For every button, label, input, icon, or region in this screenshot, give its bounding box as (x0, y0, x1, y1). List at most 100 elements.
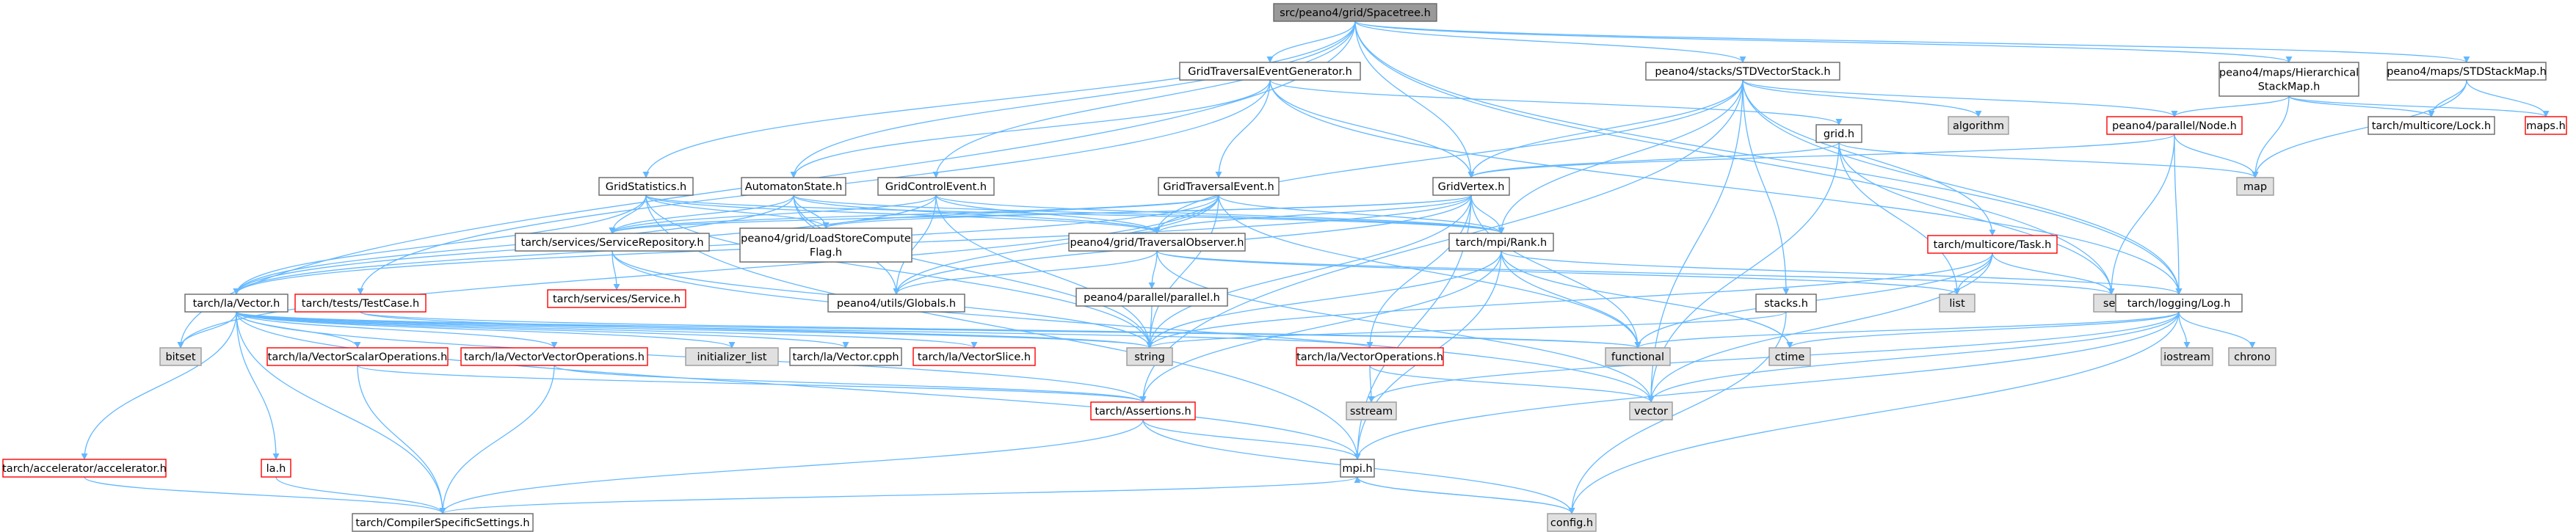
edge-stdvectorstack-to-task (1742, 79, 1996, 236)
node-vector[interactable]: vector (1629, 401, 1673, 420)
node-list[interactable]: list (1939, 294, 1975, 313)
edge-vvo-to-compiler (439, 365, 555, 514)
edge-gridvertex-to-traversalobs (1153, 194, 1472, 234)
node-lock[interactable]: tarch/multicore/Lock.h (2368, 116, 2495, 135)
node-globals[interactable]: peano4/utils/Globals.h (827, 294, 965, 313)
node-accelerator[interactable]: tarch/accelerator/accelerator.h (2, 459, 167, 478)
node-box-gridvertex (1432, 177, 1510, 196)
node-label-gridh: grid.h (1824, 128, 1854, 140)
node-assertions[interactable]: tarch/Assertions.h (1090, 401, 1196, 420)
node-label-vecops: tarch/la/VectorOperations.h (1296, 351, 1443, 363)
node-map[interactable]: map (2236, 177, 2274, 196)
node-gridstats[interactable]: GridStatistics.h (598, 177, 694, 196)
edge-rank-to-functional (1501, 250, 1641, 349)
node-initlist[interactable]: initializer_list (685, 347, 779, 366)
edge-rank-to-string (1146, 250, 1502, 349)
node-chrono[interactable]: chrono (2228, 347, 2276, 366)
node-label-vector: vector (1634, 406, 1668, 418)
edge-mpih-to-compiler (439, 476, 1358, 514)
node-iostream[interactable]: iostream (2160, 347, 2213, 366)
edge-gteg-to-gte (1215, 79, 1271, 178)
node-vectorh[interactable]: tarch/la/Vector.h (184, 294, 289, 313)
node-label-stacks: stacks.h (1764, 298, 1808, 310)
edge-testcase-to-functional (360, 311, 1641, 349)
node-label-lah: la.h (266, 463, 286, 475)
edge-stdvectorstack-to-assertions (1139, 79, 1744, 403)
edge-gridh-to-set (1838, 142, 2115, 295)
edge-automaton-to-string (793, 194, 1153, 349)
edge-stdstackmap-to-mapsh (2466, 79, 2550, 117)
node-gteg[interactable]: GridTraversalEventGenerator.h (1179, 62, 1361, 81)
node-box-node (2106, 116, 2243, 135)
edge-log-to-functional (1634, 311, 2180, 349)
edge-log-to-config (1568, 311, 2180, 514)
node-stdstackmap[interactable]: peano4/maps/STDStackMap.h (2387, 62, 2547, 81)
edge-stdvectorstack-to-gridvertex (1467, 79, 1744, 178)
node-functional[interactable]: functional (1605, 347, 1671, 366)
node-sstream[interactable]: sstream (1346, 401, 1397, 420)
node-service[interactable]: tarch/services/Service.h (547, 289, 686, 308)
edge-traversalobs-to-parallel (1148, 250, 1158, 289)
node-algorithm[interactable]: algorithm (1948, 116, 2009, 135)
node-traversalobs[interactable]: peano4/grid/TraversalObserver.h (1068, 233, 1246, 252)
edge-spacetree-to-automaton (790, 21, 1356, 178)
node-label-vectorh: tarch/la/Vector.h (193, 298, 280, 310)
edge-gridvertex-to-functional (1470, 194, 1641, 349)
node-bitset[interactable]: bitset (159, 347, 202, 366)
edge-servicerepo-to-vector (612, 250, 1655, 403)
node-gridcontrol[interactable]: GridControlEvent.h (877, 177, 995, 196)
node-string[interactable]: string (1126, 347, 1173, 366)
node-label-gte: GridTraversalEvent.h (1163, 181, 1274, 193)
node-vso[interactable]: tarch/la/VectorScalarOperations.h (266, 347, 449, 366)
edge-config-to-mpih (1354, 476, 1572, 514)
node-label-mapsh: maps.h (2526, 120, 2566, 132)
node-gridvertex[interactable]: GridVertex.h (1432, 177, 1510, 196)
node-label-string: string (1134, 351, 1165, 363)
edge-stdvectorstack-to-algorithm (1742, 79, 1982, 117)
node-automaton[interactable]: AutomatonState.h (741, 177, 846, 196)
node-task[interactable]: tarch/multicore/Task.h (1927, 235, 2058, 254)
node-box-parallel (1075, 288, 1228, 307)
node-servicerepo[interactable]: tarch/services/ServiceRepository.h (515, 233, 710, 252)
node-parallel[interactable]: peano4/parallel/parallel.h (1075, 288, 1228, 307)
edge-vectorh-to-compiler (236, 311, 446, 514)
node-testcase[interactable]: tarch/tests/TestCase.h (294, 294, 427, 313)
node-gte[interactable]: GridTraversalEvent.h (1158, 177, 1280, 196)
edge-vectorh-to-string (236, 311, 1153, 349)
node-rank[interactable]: tarch/mpi/Rank.h (1448, 233, 1554, 252)
node-stdvectorstack[interactable]: peano4/stacks/STDVectorStack.h (1645, 62, 1840, 81)
node-label-traversalobs: peano4/grid/TraversalObserver.h (1070, 237, 1244, 249)
node-node[interactable]: peano4/parallel/Node.h (2106, 116, 2243, 135)
node-compiler[interactable]: tarch/CompilerSpecificSettings.h (352, 513, 534, 532)
node-config[interactable]: config.h (1547, 513, 1597, 532)
node-mpih[interactable]: mpi.h (1340, 459, 1375, 478)
edge-hierstack-to-lock (2288, 95, 2435, 117)
node-vecops[interactable]: tarch/la/VectorOperations.h (1296, 347, 1444, 366)
node-label-log: tarch/logging/Log.h (2127, 298, 2231, 310)
node-gridh[interactable]: grid.h (1815, 124, 1862, 143)
node-label-task: tarch/multicore/Task.h (1934, 239, 2052, 251)
node-stacks[interactable]: stacks.h (1755, 294, 1817, 313)
node-vvo[interactable]: tarch/la/VectorVectorOperations.h (460, 347, 648, 366)
node-log[interactable]: tarch/logging/Log.h (2115, 294, 2243, 313)
node-box-rank (1448, 233, 1554, 252)
node-box-vslice (913, 347, 1036, 366)
node-mapsh[interactable]: maps.h (2525, 116, 2567, 135)
node-ctime[interactable]: ctime (1768, 347, 1811, 366)
node-label-hierstack_2: StackMap.h (2258, 81, 2321, 93)
node-vectorcpph[interactable]: tarch/la/Vector.cpph (789, 347, 902, 366)
node-vslice[interactable]: tarch/la/VectorSlice.h (913, 347, 1036, 366)
node-box-globals (827, 294, 965, 313)
edge-node-to-gridvertex (1467, 134, 2175, 178)
node-label-stdvectorstack: peano4/stacks/STDVectorStack.h (1655, 66, 1830, 78)
node-label-map: map (2243, 181, 2267, 193)
edge-gte-to-globals (893, 194, 1219, 295)
node-box-iostream (2160, 347, 2213, 366)
node-spacetree[interactable]: src/peano4/grid/Spacetree.h (1273, 3, 1437, 22)
node-lah[interactable]: la.h (261, 459, 291, 478)
edge-log-to-mpih (1354, 311, 2180, 460)
edge-gridcontrol-to-rank (935, 194, 1505, 234)
node-label-ctime: ctime (1775, 351, 1805, 363)
